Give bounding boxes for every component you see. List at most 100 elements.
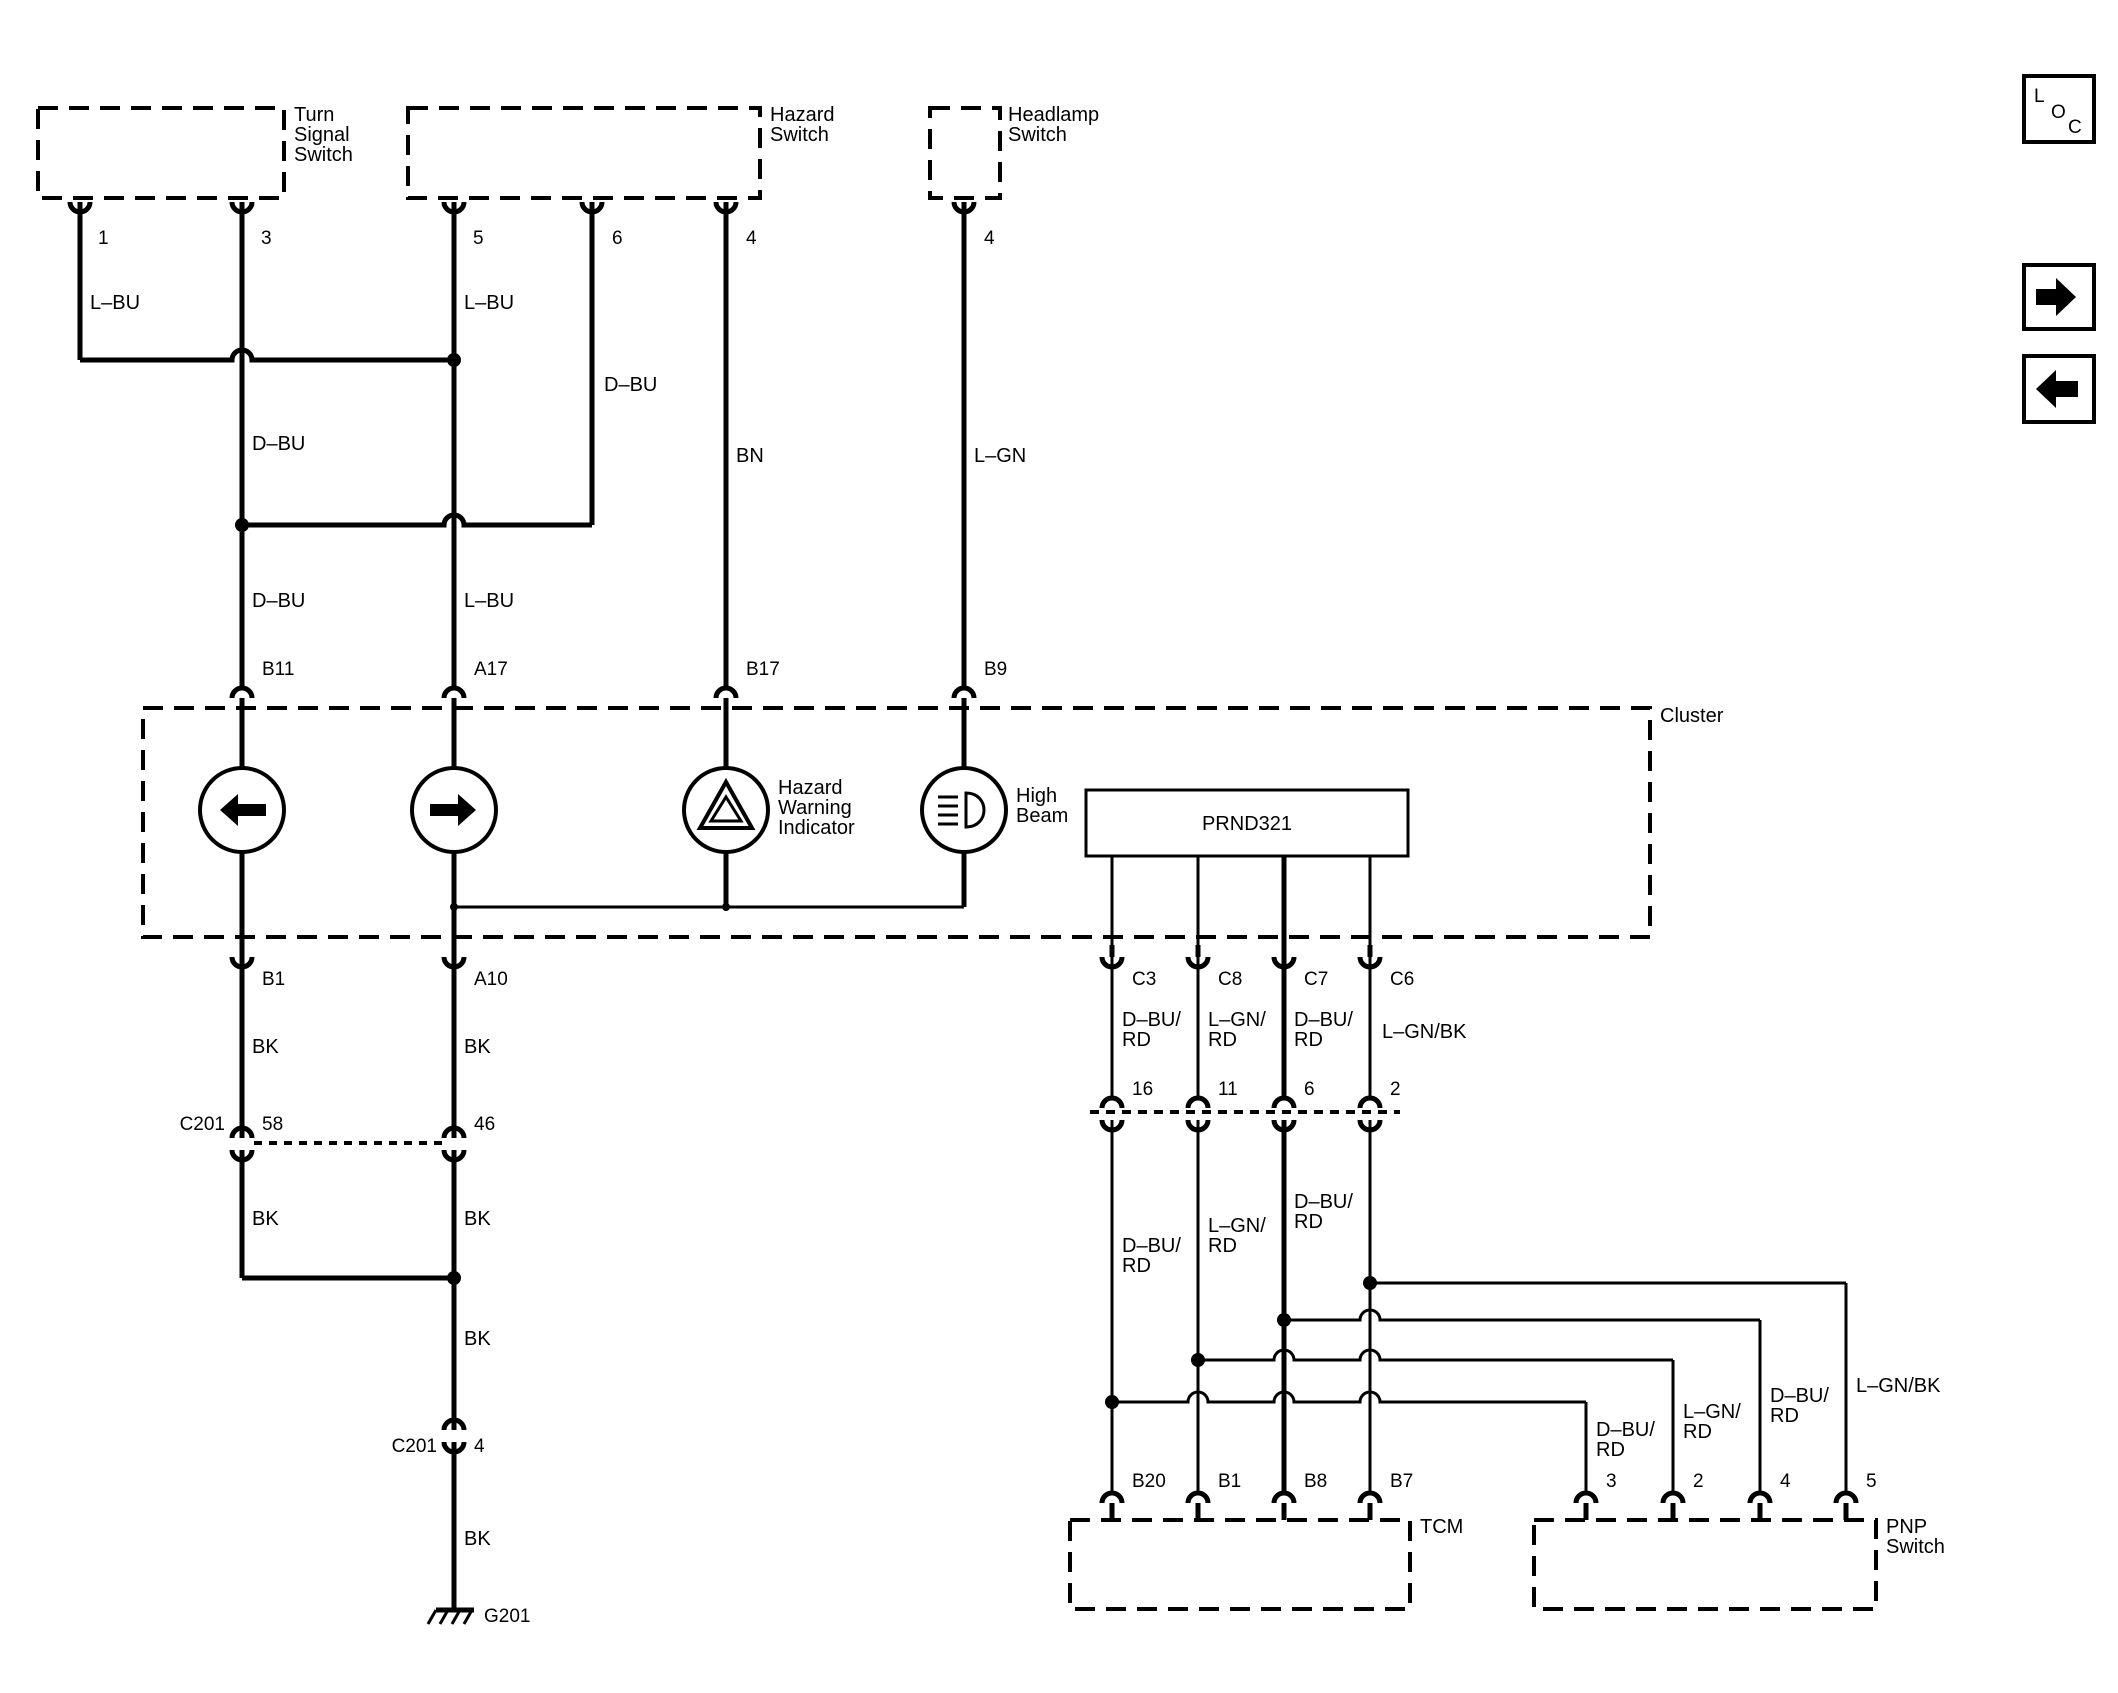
pin-pnp-3: 3 <box>1606 1471 1617 1492</box>
wire-mid-3a: D–BU/ <box>1294 1191 1353 1213</box>
hazard-triangle-icon <box>696 777 756 830</box>
pnp-switch-box <box>1532 1518 1878 1611</box>
pin-c6: C6 <box>1390 969 1414 990</box>
wire-pnp4-b: RD <box>1770 1405 1799 1427</box>
wire-l-bu-1: L–BU <box>90 292 140 314</box>
turn-signal-switch-label-3: Switch <box>294 144 353 166</box>
pin-hz-6: 6 <box>612 228 623 249</box>
ground-wiring <box>229 957 474 1625</box>
pin-hl-4: 4 <box>984 228 995 249</box>
pin-b9: B9 <box>984 659 1007 680</box>
wire-c6: L–GN/BK <box>1382 1021 1467 1043</box>
hazard-switch-box <box>406 106 762 200</box>
pin-c201-a: C201 <box>180 1114 225 1135</box>
headlamp-switch-label-1: Headlamp <box>1008 104 1099 126</box>
cluster-box <box>141 706 1652 939</box>
right-turn-indicator <box>410 766 498 854</box>
pin-ts-3: 3 <box>261 228 272 249</box>
pin-c3: C3 <box>1132 969 1156 990</box>
wire-d-bu-1: D–BU <box>252 433 305 455</box>
pin-a10: A10 <box>474 969 508 990</box>
pin-2: 2 <box>1390 1079 1401 1100</box>
wire-bk-3: BK <box>252 1208 279 1230</box>
previous-page-button[interactable] <box>2022 354 2096 424</box>
pin-hz-5: 5 <box>473 228 484 249</box>
wire-c8-1: L–GN/ <box>1208 1009 1266 1031</box>
prnd321-display <box>1084 788 1410 945</box>
pin-58: 58 <box>262 1114 283 1135</box>
pin-b7: B7 <box>1390 1471 1413 1492</box>
wire-mid-2b: RD <box>1208 1235 1237 1257</box>
pnp-switch-label-2: Switch <box>1886 1536 1945 1558</box>
wire-mid-1a: D–BU/ <box>1122 1235 1181 1257</box>
hazard-indicator-label-2: Warning <box>778 797 852 819</box>
pnp-switch-label-1: PNP <box>1886 1516 1927 1538</box>
loc-letter-l: L <box>2034 86 2045 107</box>
wire-pnp3-b: RD <box>1596 1439 1625 1461</box>
wire-bk-5: BK <box>464 1328 491 1350</box>
wire-c8-2: RD <box>1208 1029 1237 1051</box>
arrow-left-icon <box>2036 370 2078 408</box>
ground-g201-label: G201 <box>484 1606 530 1627</box>
pin-11: 11 <box>1218 1079 1238 1100</box>
wire-d-bu-2: D–BU <box>252 590 305 612</box>
pin-pnp-5: 5 <box>1866 1471 1877 1492</box>
pin-pnp-4: 4 <box>1780 1471 1791 1492</box>
cluster-internal-wiring <box>239 712 967 945</box>
hazard-indicator-label-1: Hazard <box>778 777 842 799</box>
loc-letter-c: C <box>2068 117 2082 138</box>
top-connectors <box>67 201 977 230</box>
hazard-indicator-label-3: Indicator <box>778 817 855 839</box>
wire-pnp2-b: RD <box>1683 1421 1712 1443</box>
pin-hz-4: 4 <box>746 228 757 249</box>
high-beam-label-2: Beam <box>1016 805 1068 827</box>
pin-b20: B20 <box>1132 1471 1166 1492</box>
cluster-top-connectors <box>229 685 977 712</box>
pin-b1: B1 <box>262 969 285 990</box>
pin-b11: B11 <box>262 659 294 680</box>
wire-mid-2a: L–GN/ <box>1208 1215 1266 1237</box>
tcm-pnp-wiring <box>1090 957 1859 1520</box>
pin-ts-1: 1 <box>98 228 109 249</box>
wire-bn: BN <box>736 445 764 467</box>
hazard-warning-indicator <box>682 766 770 854</box>
pin-46: 46 <box>474 1114 495 1135</box>
arrow-left-icon <box>220 794 266 826</box>
wire-l-bu-2: L–BU <box>464 292 514 314</box>
next-page-button[interactable] <box>2022 263 2096 331</box>
pin-c201-b: C201 <box>392 1436 437 1457</box>
wire-bk-4: BK <box>464 1208 491 1230</box>
pin-tcm-b1: B1 <box>1218 1471 1241 1492</box>
wire-bk-2: BK <box>464 1036 491 1058</box>
location-button[interactable]: L O C <box>2022 74 2096 144</box>
wire-mid-1b: RD <box>1122 1255 1151 1277</box>
tcm-label: TCM <box>1420 1516 1463 1538</box>
prnd321-label: PRND321 <box>1202 813 1292 835</box>
wire-l-bu-3: L–BU <box>464 590 514 612</box>
pin-c7: C7 <box>1304 969 1328 990</box>
cluster-bottom-connectors <box>229 945 1383 970</box>
turn-signal-switch-label-2: Signal <box>294 124 350 146</box>
wire-d-bu-right: D–BU <box>604 374 657 396</box>
tcm-box <box>1068 1518 1412 1611</box>
wire-bk-1: BK <box>252 1036 279 1058</box>
high-beam-indicator <box>920 766 1008 854</box>
wire-pnp5: L–GN/BK <box>1856 1375 1941 1397</box>
headlamp-switch-label-2: Switch <box>1008 124 1067 146</box>
headlamp-switch-box <box>928 106 1002 200</box>
pin-16: 16 <box>1132 1079 1153 1100</box>
cluster-label: Cluster <box>1660 705 1724 727</box>
pin-6: 6 <box>1304 1079 1315 1100</box>
loc-letter-o: O <box>2051 102 2066 123</box>
wire-mid-3b: RD <box>1294 1211 1323 1233</box>
high-beam-label-1: High <box>1016 785 1057 807</box>
pin-4: 4 <box>474 1436 485 1457</box>
upper-wiring <box>77 230 967 690</box>
wire-c7-2: RD <box>1294 1029 1323 1051</box>
wire-c3-1: D–BU/ <box>1122 1009 1181 1031</box>
high-beam-icon <box>938 791 986 829</box>
pin-a17: A17 <box>474 659 508 680</box>
wire-pnp3-a: D–BU/ <box>1596 1419 1655 1441</box>
arrow-right-icon <box>2036 278 2076 316</box>
